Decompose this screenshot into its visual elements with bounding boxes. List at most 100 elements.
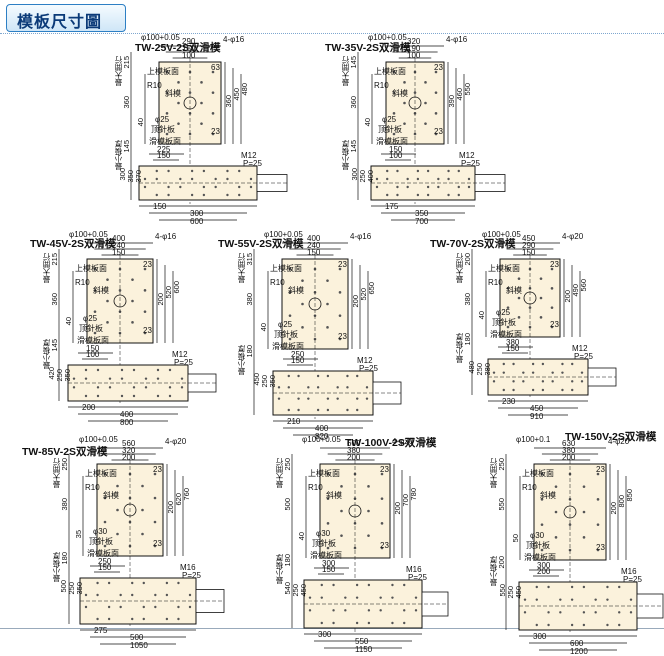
bolt-hole <box>226 177 229 181</box>
bolt-hole <box>155 193 158 197</box>
bolt-hole <box>571 388 574 392</box>
tolerance-label: φ100+0.05 <box>368 33 407 42</box>
radius-label: R10 <box>75 278 90 287</box>
bolt-hole <box>177 581 180 585</box>
bolt-hole <box>106 321 109 324</box>
bolt-hole <box>153 496 157 500</box>
bolt-hole <box>413 70 417 74</box>
bolt-hole <box>512 388 515 392</box>
dim-top-outer: 400 <box>112 234 126 243</box>
ejector-caption: 顶針板 <box>312 539 336 548</box>
bolt-hole <box>338 314 342 317</box>
page-title: 模板尺寸圖 <box>17 12 103 31</box>
bolt-hole <box>313 267 317 271</box>
bolt-hole <box>340 485 343 488</box>
pos-label-b: 23 <box>550 320 559 329</box>
bolt-hole <box>353 546 357 550</box>
bolt-hole <box>346 408 349 412</box>
bolt-hole <box>457 185 460 189</box>
holes-label: 4-φ16 <box>155 232 177 241</box>
pos-label-b: 23 <box>153 539 162 548</box>
pos-label-b: 23 <box>434 127 443 136</box>
bolt-hole <box>326 279 329 282</box>
dim-top-mid: 320 <box>122 446 136 455</box>
bolt-hole <box>168 386 172 389</box>
dim-mid-outer: 150 <box>86 344 100 353</box>
bolt-hole <box>200 122 203 125</box>
bolt-hole <box>606 585 609 589</box>
bolt-hole <box>424 81 427 84</box>
pos-label-a: 63 <box>211 63 220 72</box>
bolt-hole <box>316 374 320 378</box>
bolt-hole <box>154 593 157 597</box>
height-a: 250 <box>283 458 292 471</box>
bolt-hole <box>568 523 572 526</box>
bolt-hole <box>434 112 438 115</box>
bolt-hole <box>492 380 496 383</box>
bolt-hole <box>523 611 527 614</box>
bolt-hole <box>131 581 134 585</box>
bolt-hole <box>386 177 389 181</box>
bolt-hole <box>570 598 574 601</box>
dim-mid-inner: 100 <box>389 151 403 160</box>
bolt-hole <box>308 596 312 599</box>
panel-title-tw25: TW-25V-2S双滑模 <box>135 42 221 54</box>
bolt-hole <box>502 388 505 392</box>
pos-label-a: 23 <box>596 465 605 474</box>
dim-top-inner: 200 <box>347 453 361 462</box>
tolerance-label: φ100+0.05 <box>141 33 180 42</box>
height-b: 380 <box>245 293 254 306</box>
bolt-hole <box>326 374 330 378</box>
dim-mid-outer: 250 <box>291 350 305 359</box>
bolt-hole <box>502 371 505 374</box>
small-bore-label: φ25 <box>278 320 293 329</box>
bolt-hole <box>119 593 122 597</box>
small-bore-label: φ25 <box>155 115 170 124</box>
bolt-hole <box>403 101 406 105</box>
dim-top-mid: 380 <box>347 446 361 455</box>
min-height-caption: 最小模厚 <box>341 140 350 170</box>
bolt-hole <box>168 394 172 398</box>
bolt-hole <box>301 326 304 329</box>
bolt-hole <box>177 81 180 84</box>
bolt-hole <box>447 169 450 173</box>
holes-label: 4-φ20 <box>608 437 630 446</box>
bolt-hole <box>142 617 145 621</box>
bolt-hole <box>120 394 124 398</box>
bolt-hole <box>596 523 600 526</box>
dim-bottom-c: 800 <box>120 418 134 427</box>
height-a: 315 <box>245 253 254 266</box>
dim-mid-inner: 200 <box>537 567 551 576</box>
bolt-hole <box>200 101 203 105</box>
dim-top-inner: 200 <box>562 453 576 462</box>
bolt-hole <box>190 193 194 197</box>
dim-top-outer: 450 <box>522 234 536 243</box>
bolt-hole <box>167 169 170 173</box>
bolt-hole <box>180 377 184 380</box>
bolt-hole <box>179 177 182 181</box>
dim-bl-c: 350 <box>63 369 72 382</box>
bolt-hole <box>512 362 515 366</box>
pos-label-a: 23 <box>153 465 162 474</box>
bolt-hole <box>528 306 532 309</box>
dim-top-outer: 320 <box>407 37 421 46</box>
bolt-hole <box>249 177 253 181</box>
slide-caption: 斜模 <box>506 286 522 295</box>
bolt-hole <box>202 185 206 189</box>
bolt-hole <box>118 310 122 313</box>
bolt-hole <box>547 623 550 627</box>
dim-side-c: 550 <box>463 83 472 96</box>
bolt-hole <box>416 177 420 181</box>
dim-mid-inner: 100 <box>86 350 100 359</box>
bolt-hole <box>413 132 417 136</box>
thread-label: M12 <box>172 350 188 359</box>
ejector-caption: 顶針板 <box>492 318 516 327</box>
bolt-hole <box>367 583 371 587</box>
upper-plate-caption: 上模板面 <box>270 264 302 273</box>
tolerance-label: φ100+0.05 <box>264 230 303 239</box>
radius-label: R10 <box>308 483 323 492</box>
bolt-hole <box>561 388 564 392</box>
bolt-hole <box>154 605 157 609</box>
pos-label-b: 23 <box>211 127 220 136</box>
bolt-hole <box>396 193 399 197</box>
